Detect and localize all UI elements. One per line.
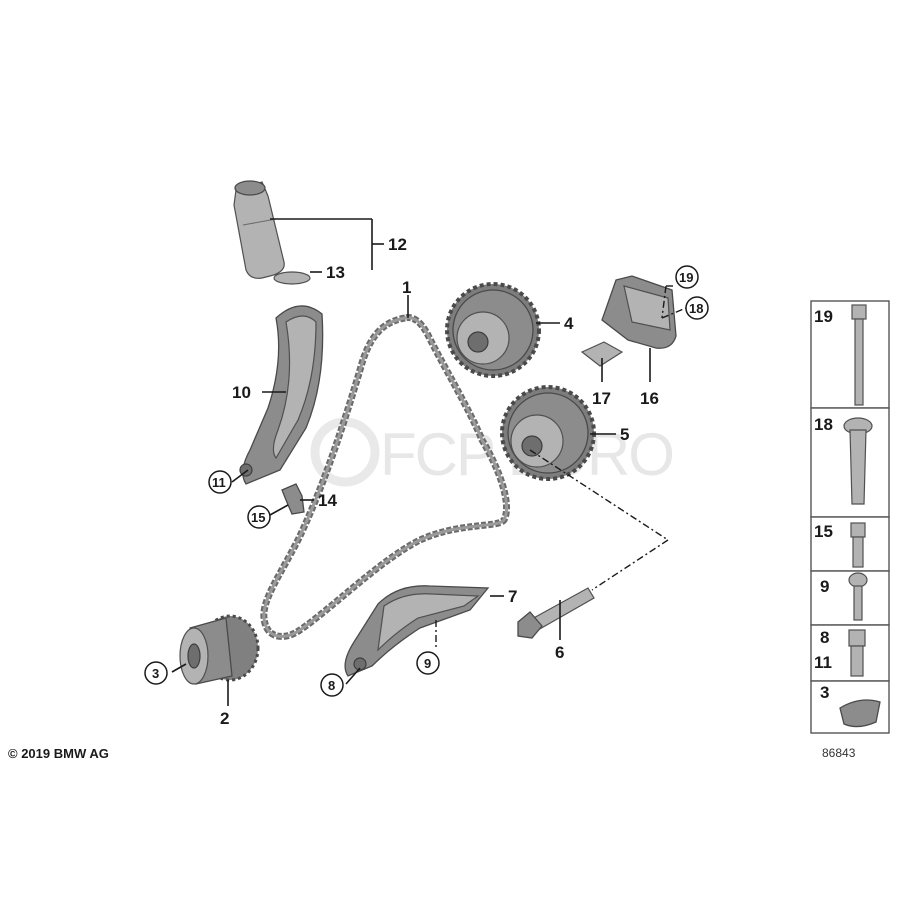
callout-10: 10 xyxy=(232,383,251,402)
part-10-tensioning-rail xyxy=(239,305,324,485)
bolt-19-icon xyxy=(851,304,867,406)
panel-label-8: 8 xyxy=(820,628,829,647)
callout-3: 3 xyxy=(152,666,159,681)
callout-9: 9 xyxy=(424,656,431,671)
callout-4: 4 xyxy=(564,314,574,333)
part-4-intake-sprocket xyxy=(445,282,541,378)
callout-2: 2 xyxy=(220,709,229,728)
part-13-sealing-ring xyxy=(273,271,311,285)
diagram-number: 86843 xyxy=(822,746,856,760)
callout-6: 6 xyxy=(555,643,564,662)
callout-12: 12 xyxy=(388,235,407,254)
part-6-bolt xyxy=(517,587,595,639)
part-17-gasket xyxy=(580,341,624,367)
part-12-chain-tensioner xyxy=(233,180,285,279)
panel-label-3: 3 xyxy=(820,683,829,702)
callout-labels: 1 2 4 5 6 7 10 12 13 14 16 17 xyxy=(220,235,659,728)
callout-1: 1 xyxy=(402,278,411,297)
bolt-15-icon xyxy=(850,522,866,568)
callout-13: 13 xyxy=(326,263,345,282)
bolt-18-icon xyxy=(843,417,873,505)
part-1-timing-chain xyxy=(260,314,511,640)
part-7-guide-rail xyxy=(344,585,490,677)
fastener-side-panel: 19 18 15 9 8 11 3 xyxy=(810,300,890,734)
circled-callouts: 3 8 9 11 15 18 19 xyxy=(144,265,709,697)
callout-18: 18 xyxy=(689,301,703,316)
part-14-clip xyxy=(281,483,305,515)
callout-14: 14 xyxy=(318,491,337,510)
copyright-text: © 2019 BMW AG xyxy=(8,746,109,761)
part-5-exhaust-sprocket xyxy=(500,385,596,481)
callout-17: 17 xyxy=(592,389,611,408)
callout-7: 7 xyxy=(508,587,517,606)
callout-11: 11 xyxy=(212,475,226,490)
panel-label-18: 18 xyxy=(814,415,833,434)
part-2-crankshaft-sprocket xyxy=(179,614,260,685)
woodruff-key-3-icon xyxy=(839,699,881,728)
callout-5: 5 xyxy=(620,425,629,444)
bolt-8-icon xyxy=(848,629,866,677)
panel-label-11: 11 xyxy=(814,653,832,672)
panel-label-9: 9 xyxy=(820,577,829,596)
part-16-solenoid-valve xyxy=(601,275,677,349)
panel-label-15: 15 xyxy=(814,522,833,541)
panel-label-19: 19 xyxy=(814,307,833,326)
callout-8: 8 xyxy=(328,678,335,693)
callout-15: 15 xyxy=(251,510,265,525)
callout-19: 19 xyxy=(679,270,693,285)
callout-16: 16 xyxy=(640,389,659,408)
leader-lines xyxy=(171,218,687,706)
bolt-9-icon xyxy=(848,572,868,621)
